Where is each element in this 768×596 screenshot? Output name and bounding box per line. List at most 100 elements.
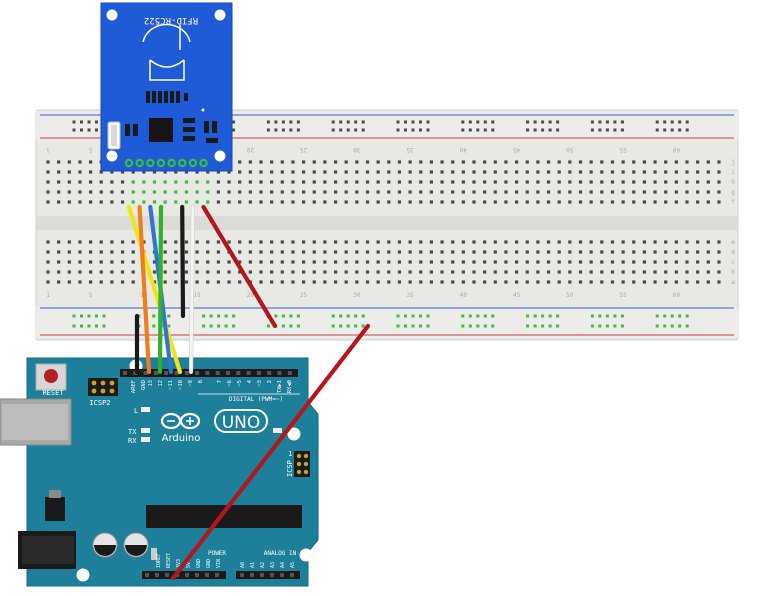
breadboard-hole <box>184 170 189 174</box>
rail-hole <box>426 120 430 124</box>
breadboard-hole <box>227 270 231 274</box>
breadboard-hole <box>610 200 615 204</box>
header-hole <box>277 371 282 375</box>
breadboard-hole <box>152 170 157 174</box>
breadboard-hole <box>674 260 678 264</box>
icsp-pin <box>296 469 302 475</box>
header-hole <box>123 371 127 375</box>
digital-pin-label: AREF <box>131 380 137 393</box>
header-hole <box>215 371 220 375</box>
icsp-pin <box>296 461 302 467</box>
reset-button-cap[interactable] <box>44 369 58 383</box>
rail-hole <box>468 314 472 318</box>
breadboard-hole <box>238 260 242 264</box>
rail-hole <box>72 120 76 124</box>
breadboard-hole <box>674 190 678 194</box>
breadboard-hole <box>696 260 700 264</box>
breadboard-hole <box>493 180 497 184</box>
breadboard-hole <box>674 280 678 284</box>
column-number: 55 <box>619 146 627 153</box>
rail-hole <box>620 128 624 132</box>
rfid-pin-hole <box>137 161 142 165</box>
breadboard-hole <box>461 270 465 274</box>
rail-hole <box>102 314 106 318</box>
column-number: 35 <box>406 292 414 299</box>
breadboard-hole <box>525 170 529 174</box>
breadboard-hole <box>419 190 423 194</box>
breadboard-hole <box>472 280 476 284</box>
breadboard-hole <box>717 240 721 244</box>
breadboard-hole <box>408 160 412 164</box>
rail-hole <box>613 128 617 132</box>
breadboard-hole <box>621 250 625 254</box>
breadboard-hole <box>578 190 583 194</box>
breadboard-hole <box>174 270 178 274</box>
rfid-pin-hole <box>180 161 185 165</box>
breadboard-hole <box>355 240 359 244</box>
breadboard-hole <box>451 180 455 184</box>
breadboard-hole <box>696 190 700 194</box>
breadboard-hole <box>397 170 402 174</box>
breadboard-hole <box>557 180 561 184</box>
wire <box>202 205 277 328</box>
rail-hole <box>209 324 213 328</box>
rail-hole <box>95 120 98 124</box>
icsp-header: ICSP 1 <box>286 450 310 477</box>
rail-hole <box>396 314 400 318</box>
breadboard-hole <box>696 250 700 254</box>
breadboard-hole <box>568 260 572 264</box>
breadboard-hole <box>89 240 93 244</box>
breadboard-hole <box>536 190 540 194</box>
breadboard-hole <box>57 260 61 264</box>
rail-hole <box>541 314 545 318</box>
icsp2-label: ICSP2 <box>89 399 110 407</box>
breadboard-hole <box>664 170 668 174</box>
breadboard-hole <box>248 190 252 194</box>
wire <box>171 324 370 580</box>
breadboard-hole <box>536 260 540 264</box>
breadboard-hole <box>291 280 295 284</box>
breadboard-hole <box>152 260 157 264</box>
rail-hole <box>296 324 300 328</box>
breadboard-hole <box>206 260 210 264</box>
breadboard-hole <box>280 200 284 204</box>
breadboard-hole <box>706 180 710 184</box>
breadboard-hole <box>355 190 359 194</box>
breadboard-hole <box>227 260 231 264</box>
breadboard-hole <box>536 280 540 284</box>
breadboard-hole <box>472 180 476 184</box>
rail-hole <box>491 314 495 318</box>
breadboard-hole <box>99 240 103 244</box>
header-hole <box>240 573 244 577</box>
breadboard-hole <box>642 250 646 254</box>
breadboard-hole <box>578 270 583 274</box>
breadboard-hole <box>525 270 529 274</box>
breadboard-hole <box>674 180 678 184</box>
breadboard-hole <box>67 200 71 204</box>
digital-pin-label: ~11 <box>168 380 174 390</box>
rail-hole <box>476 128 480 132</box>
breadboard-hole <box>621 280 625 284</box>
rail-hole <box>598 314 602 318</box>
rail-hole <box>620 314 624 318</box>
rail-hole <box>202 314 206 318</box>
breadboard-hole <box>120 180 125 184</box>
breadboard-hole <box>674 170 678 174</box>
rail-hole <box>605 314 609 318</box>
breadboard-hole <box>642 180 646 184</box>
breadboard-hole <box>515 270 519 274</box>
breadboard-hole <box>376 280 380 284</box>
breadboard-hole <box>174 170 178 174</box>
header-hole <box>174 371 179 375</box>
rail-hole <box>613 314 617 318</box>
bottom-power-rail <box>36 306 738 338</box>
breadboard-hole <box>610 250 615 254</box>
breadboard-hole <box>397 270 402 274</box>
icsp2-pin <box>109 388 115 394</box>
breadboard-hole <box>142 200 146 204</box>
breadboard-hole <box>323 260 327 264</box>
led-rx-label: RX <box>128 437 137 445</box>
rfid-pin-hole <box>201 161 206 165</box>
wire <box>158 205 163 374</box>
icsp-pin1-label: 1 <box>288 450 292 458</box>
